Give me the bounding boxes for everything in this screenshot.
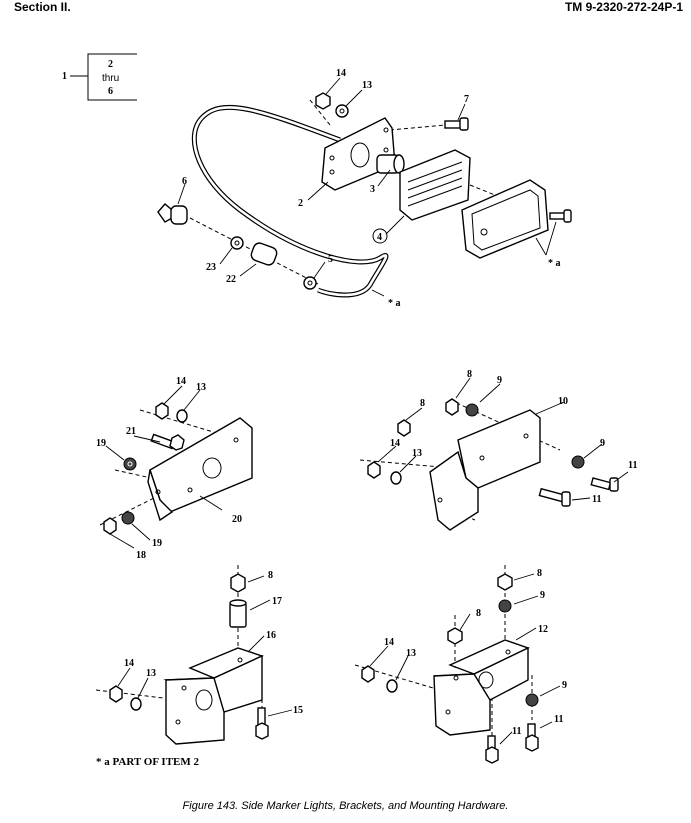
callout-22: 22 [226, 274, 236, 285]
callout-20: 20 [232, 514, 242, 525]
connector-6 [157, 203, 188, 225]
callout-9: 9 [497, 375, 502, 386]
callout-3: 3 [370, 184, 375, 195]
callout-a-housing: * a [548, 258, 561, 269]
callout-23: 23 [206, 262, 216, 273]
callout-9: 9 [562, 680, 567, 691]
callout-11: 11 [592, 494, 601, 505]
section-header: Section II. [14, 0, 71, 14]
bracket-16-assembly: 8 17 16 14 13 15 [95, 565, 303, 745]
side-marker-light-assembly: 14 13 7 3 2 6 4 23 22 5 * a * a [157, 68, 572, 309]
callout-13: 13 [406, 648, 416, 659]
callout-19: 19 [96, 438, 106, 449]
callout-8: 8 [420, 398, 425, 409]
callout-11: 11 [512, 726, 521, 737]
callout-18: 18 [136, 550, 146, 561]
key-thru: thru [102, 73, 119, 84]
callout-13: 13 [412, 448, 422, 459]
key-range-from: 2 [108, 59, 113, 70]
callout-14: 14 [384, 637, 394, 648]
callout-16: 16 [266, 630, 276, 641]
callout-9: 9 [600, 438, 605, 449]
exploded-parts-drawing: 1 2 thru 6 [62, 53, 637, 764]
bracket-20-assembly: 14 13 21 19 20 18 19 [96, 376, 253, 561]
figure-caption: Figure 143. Side Marker Lights, Brackets… [182, 800, 509, 812]
key-item-number: 1 [62, 71, 67, 82]
callout-13: 13 [146, 668, 156, 679]
callout-9: 9 [540, 590, 545, 601]
callout-14: 14 [390, 438, 400, 449]
tm-number-header: TM 9-2320-272-24P-1 [564, 0, 683, 14]
callout-19: 19 [152, 538, 162, 549]
bracket-10-assembly: 8 9 8 10 14 13 9 11 11 [359, 369, 637, 531]
callout-12: 12 [538, 624, 548, 635]
key-range-to: 6 [108, 86, 113, 97]
callout-2: 2 [298, 198, 303, 209]
callout-14: 14 [336, 68, 346, 79]
callout-8: 8 [467, 369, 472, 380]
callout-8: 8 [537, 568, 542, 579]
callout-11: 11 [628, 460, 637, 471]
callout-14: 14 [176, 376, 186, 387]
callout-13: 13 [196, 382, 206, 393]
callout-11: 11 [554, 714, 563, 725]
callout-7: 7 [464, 94, 469, 105]
callout-5: 5 [328, 254, 333, 265]
screw-7 [444, 117, 469, 131]
callout-a-wire: * a [388, 298, 401, 309]
callout-10: 10 [558, 396, 568, 407]
callout-15: 15 [293, 705, 303, 716]
callout-4: 4 [377, 232, 382, 243]
item-key-box: 1 2 thru 6 [62, 53, 137, 101]
callout-6: 6 [182, 176, 187, 187]
bracket-12-assembly: 8 9 8 12 14 13 9 11 11 [354, 565, 567, 764]
callout-8: 8 [476, 608, 481, 619]
footnote-part-of-item: * a PART OF ITEM 2 [96, 756, 199, 768]
callout-14: 14 [124, 658, 134, 669]
callout-13: 13 [362, 80, 372, 91]
callout-8: 8 [268, 570, 273, 581]
callout-21: 21 [126, 426, 136, 437]
callout-17: 17 [272, 596, 282, 607]
